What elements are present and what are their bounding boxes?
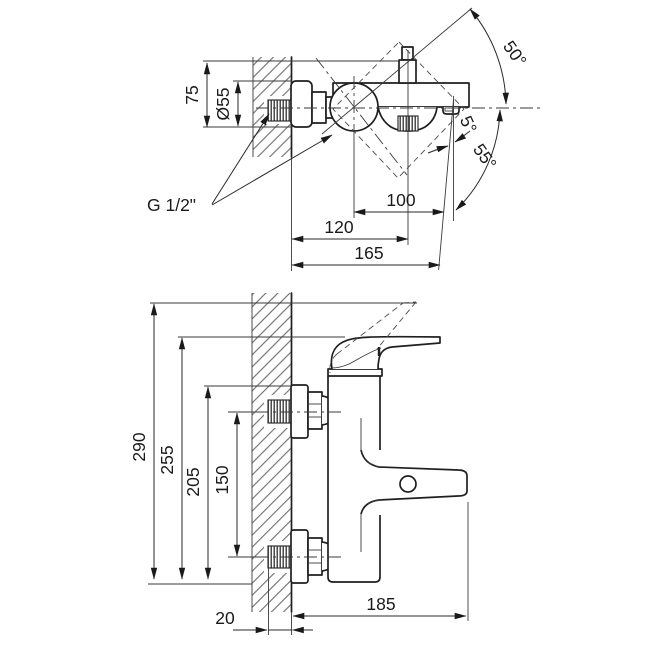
connector-nut (311, 91, 327, 124)
diverter-knob-top (401, 46, 414, 61)
angle-label-55: 55° (469, 140, 501, 173)
mixer-body-front-view (290, 301, 468, 584)
dim-label-205: 205 (183, 467, 203, 496)
dim-label-120: 120 (324, 217, 353, 237)
escutcheon-lower (290, 529, 309, 584)
mixer-body-top-view (290, 7, 473, 179)
dim-label-165: 165 (354, 243, 383, 263)
thread-leader-shower (211, 134, 333, 206)
arc-5deg-right (454, 130, 471, 143)
spout-crease-upper (366, 461, 380, 468)
dim-label-185: 185 (366, 594, 395, 614)
centerlines-top (256, 50, 540, 245)
arc-50deg (469, 8, 509, 105)
angle-label-50: 50° (499, 37, 531, 70)
body-column (327, 376, 381, 583)
arc-55deg (455, 109, 503, 211)
wall-section-top (252, 56, 293, 271)
dim-label-290: 290 (129, 432, 149, 461)
lever-handle (330, 335, 441, 370)
thread-leader-wall (211, 113, 270, 205)
wall-section-front (251, 292, 293, 635)
spout-aerator-circle (399, 475, 417, 493)
dim-label-75: 75 (182, 85, 202, 104)
dim-label-flange-diameter: Ø55 (213, 87, 233, 120)
body-top-plate (327, 368, 383, 377)
mounting-thread-upper-icon (267, 399, 292, 424)
dim-label-150: 150 (212, 465, 232, 494)
spout-tilt-reference (438, 99, 454, 271)
diagonal-centerline (315, 57, 408, 176)
front-view (148, 292, 469, 635)
mounting-thread-icon (267, 99, 292, 122)
escutcheon-upper (290, 384, 309, 439)
dim-label-100: 100 (386, 190, 415, 210)
top-view (203, 7, 540, 271)
arc-5deg-left (427, 145, 449, 154)
handle-travel-envelope (332, 41, 465, 179)
thread-callout-label: G 1/2" (147, 195, 196, 215)
dimensions-top (203, 8, 509, 271)
spout-crease-lower (366, 499, 380, 505)
dim-label-20: 20 (215, 608, 235, 628)
diverter-knob-base (398, 59, 417, 84)
angle-label-5: 5° (456, 113, 481, 137)
flange-escutcheon (290, 80, 313, 128)
centerlines-front (256, 411, 344, 558)
dimensions-front (148, 302, 469, 634)
dim-label-255: 255 (157, 445, 177, 474)
lever-axis-line (321, 7, 473, 135)
